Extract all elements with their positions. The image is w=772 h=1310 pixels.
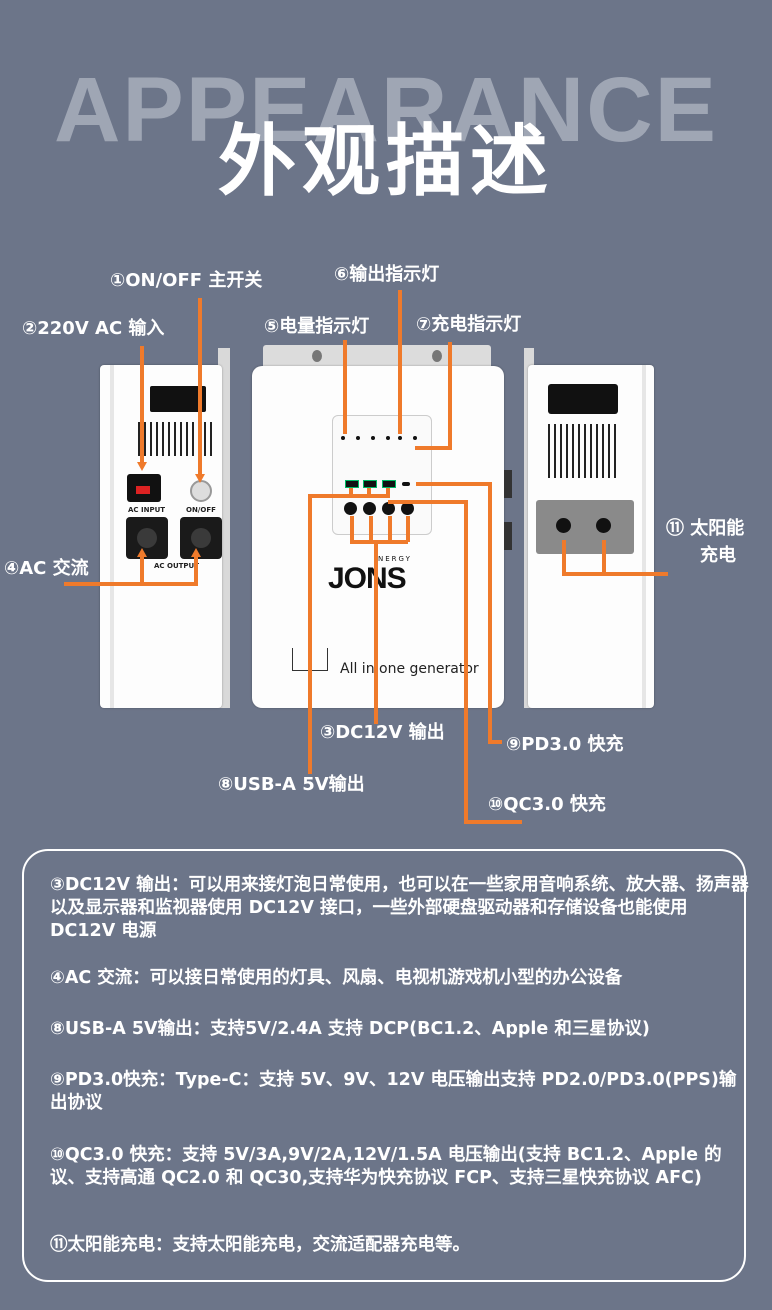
vent-grille <box>138 422 214 456</box>
usb-a-port-3 <box>382 480 396 488</box>
type-c-port <box>402 482 410 486</box>
tagline: All in one generator <box>340 661 479 677</box>
page-title: 外观描述 <box>217 117 554 207</box>
callout-solar-line2: 充电 <box>700 545 736 566</box>
callout-charge-indicator: ⑦充电指示灯 <box>416 314 522 335</box>
description-dc12v: ③DC12V 输出：可以用来接灯泡日常使用，也可以在一些家用音响系统、放大器、扬… <box>50 875 749 941</box>
brand-logo: JONS <box>328 562 407 595</box>
handle-slot <box>548 384 618 414</box>
handle-slot <box>150 386 206 412</box>
callout-battery-indicator: ⑤电量指示灯 <box>264 316 370 337</box>
ac-output-socket-2 <box>180 517 222 559</box>
callout-pd3: ⑨PD3.0 快充 <box>506 734 624 755</box>
callout-on-off: ①ON/OFF 主开关 <box>110 270 263 291</box>
callout-solar-line1: ⑪ 太阳能 <box>666 518 745 539</box>
solar-port-1 <box>556 518 571 533</box>
description-box <box>22 849 746 1282</box>
background-heading: APPEARANCE <box>53 59 719 161</box>
power-switch <box>190 480 212 502</box>
callout-qc3: ⑩QC3.0 快充 <box>488 794 606 815</box>
callout-usb-a: ⑧USB-A 5V输出 <box>218 774 365 795</box>
callout-output-indicator: ⑥输出指示灯 <box>334 264 440 285</box>
description-solar: ⑪太阳能充电：支持太阳能充电，交流适配器充电等。 <box>50 1235 470 1255</box>
ac-input-label: AC INPUT <box>128 506 166 514</box>
callout-ac-output: ④AC 交流 <box>4 558 89 579</box>
dc12v-port-3 <box>382 502 395 515</box>
on-off-label: ON/OFF <box>186 506 216 514</box>
control-panel <box>332 415 432 535</box>
usb-a-port-2 <box>363 480 377 488</box>
description-usb-a: ⑧USB-A 5V输出：支持5V/2.4A 支持 DCP(BC1.2、Apple… <box>50 1019 650 1039</box>
callout-dc12v: ③DC12V 输出 <box>320 722 445 743</box>
callout-ac-input: ②220V AC 输入 <box>22 318 165 339</box>
description-pd3: ⑨PD3.0快充：Type-C：支持 5V、9V、12V 电压输出支持 PD2.… <box>50 1070 737 1113</box>
dc12v-port-1 <box>344 502 357 515</box>
ac-output-socket-1 <box>126 517 168 559</box>
dc12v-port-2 <box>363 502 376 515</box>
vent-grille <box>548 424 620 478</box>
solar-port-2 <box>596 518 611 533</box>
brand-subtitle: NERGY <box>378 555 412 563</box>
ac-input-socket <box>127 474 161 502</box>
usb-a-port-1 <box>345 480 359 488</box>
ac-output-label: AC OUTPUT <box>154 562 199 570</box>
description-ac: ④AC 交流：可以接日常使用的灯具、风扇、电视机游戏机小型的办公设备 <box>50 968 623 988</box>
description-qc3: ⑩QC3.0 快充：支持 5V/3A,9V/2A,12V/1.5A 电压输出(支… <box>50 1145 722 1188</box>
solar-input-panel <box>536 500 634 554</box>
dc12v-port-4 <box>401 502 414 515</box>
